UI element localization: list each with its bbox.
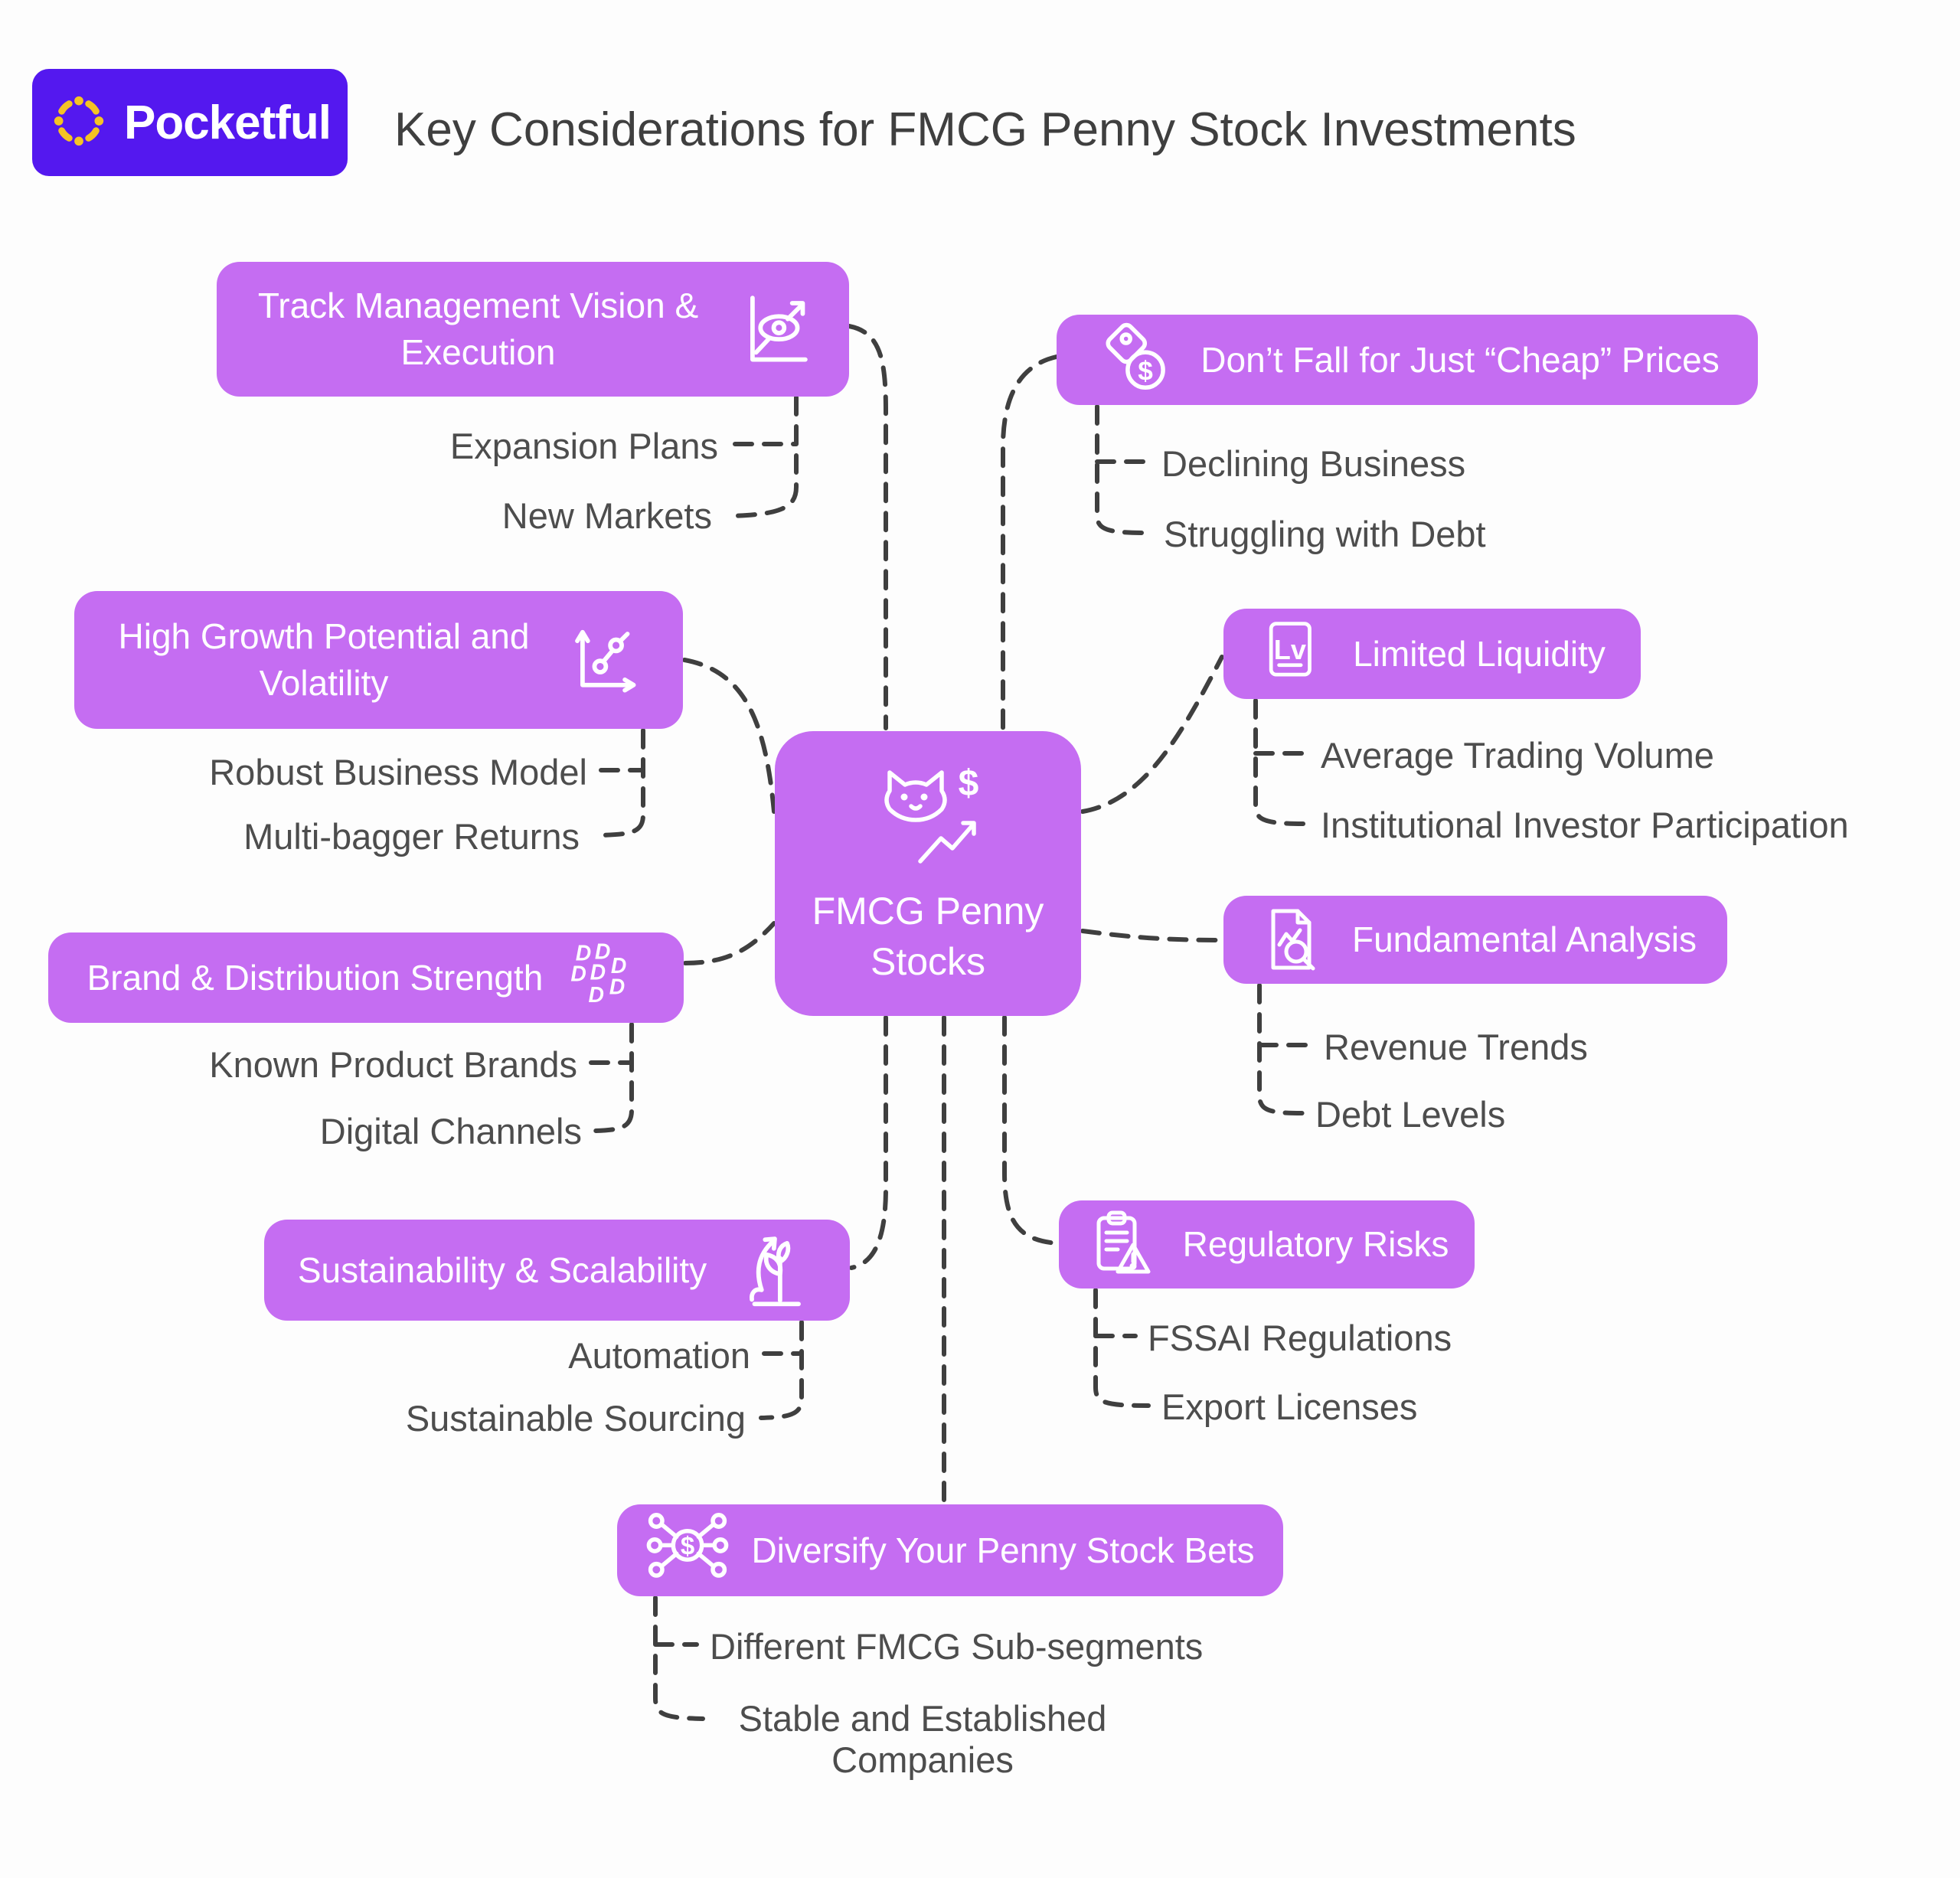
sub-label-expansion-plans: Expansion Plans	[449, 426, 718, 466]
plant-growth-icon	[728, 1226, 816, 1315]
connector	[1257, 983, 1305, 1115]
node-label: Sustainability & Scalability	[297, 1249, 707, 1290]
connector	[1253, 698, 1310, 826]
node-track-management-vision-execution: Track Management Vision & Execution	[217, 262, 849, 397]
cat-dollar-trend-icon: $	[848, 760, 1008, 875]
sub-label-different-fmcg-sub-segments: Different FMCG Sub-segments	[710, 1626, 1204, 1667]
sub-label-struggling-with-debt: Struggling with Debt	[1164, 514, 1486, 554]
connector	[1001, 354, 1059, 730]
price-tag-dollar-icon: $	[1095, 318, 1179, 402]
node-label: Brand & Distribution Strength	[87, 957, 544, 998]
node-regulatory-risks: Regulatory Risks	[1059, 1200, 1475, 1288]
connector	[759, 1320, 804, 1420]
node-label: High Growth Potential and Volatility	[118, 616, 530, 703]
sub-label-institutional-investor-participation: Institutional Investor Participation	[1321, 805, 1849, 845]
node-label: Track Management Vision & Execution	[257, 286, 699, 372]
sub-label-known-product-brands: Known Product Brands	[209, 1044, 577, 1085]
connector	[1095, 404, 1152, 535]
connector	[1093, 1288, 1151, 1408]
connector	[596, 728, 645, 838]
svg-text:$: $	[959, 763, 979, 804]
sub-label-stable-established-companies: Stable and Established Companies	[738, 1698, 1107, 1781]
sub-label-revenue-trends: Revenue Trends	[1324, 1027, 1588, 1067]
connector	[1002, 1015, 1060, 1246]
page-title: Key Considerations for FMCG Penny Stock …	[394, 103, 1576, 156]
sub-label-digital-channels: Digital Channels	[319, 1111, 582, 1151]
node-fundamental-analysis: Fundamental Analysis	[1223, 896, 1727, 984]
sub-label-new-markets: New Markets	[501, 495, 712, 536]
pocketful-logo: Pocketful	[32, 69, 348, 176]
connector	[1080, 655, 1224, 814]
node-label: Diversify Your Penny Stock Bets	[751, 1530, 1255, 1570]
logo-text: Pocketful	[123, 96, 332, 149]
connector	[847, 324, 888, 730]
node-label: Fundamental Analysis	[1351, 919, 1697, 960]
sub-label-declining-business: Declining Business	[1161, 443, 1466, 484]
node-label: FMCG Penny Stocks	[812, 890, 1044, 983]
node-diversify-penny-stock-bets: $ Diversify Your Penny Stock Bets	[617, 1504, 1283, 1596]
node-high-growth-potential-volatility: High Growth Potential and Volatility	[74, 591, 683, 729]
connector	[729, 395, 799, 518]
node-label: Don’t Fall for Just “Cheap” Prices	[1200, 339, 1720, 380]
network-dollar-icon: $	[645, 1508, 730, 1592]
connector	[593, 1022, 634, 1133]
sub-label-multi-bagger-returns: Multi-bagger Returns	[243, 816, 580, 857]
svg-text:D: D	[571, 962, 586, 986]
svg-text:D: D	[595, 939, 610, 964]
node-limited-liquidity: Lv Limited Liquidity	[1223, 609, 1641, 699]
connector	[682, 658, 776, 814]
svg-text:D: D	[609, 975, 625, 999]
clipboard-warning-icon	[1085, 1207, 1161, 1283]
svg-text:D: D	[611, 954, 626, 978]
node-label: Limited Liquidity	[1353, 633, 1606, 674]
svg-text:$: $	[681, 1532, 694, 1560]
node-fmcg-penny-stocks: $ FMCG Penny Stocks	[775, 731, 1081, 1016]
svg-text:D: D	[576, 941, 591, 965]
sub-label-automation: Automation	[568, 1335, 750, 1376]
document-search-icon	[1254, 902, 1331, 978]
connector	[849, 1015, 888, 1270]
svg-text:Lv: Lv	[1274, 634, 1306, 665]
growth-scatter-chart-icon	[560, 616, 648, 704]
node-sustainability-scalability: Sustainability & Scalability	[264, 1220, 850, 1321]
node-label: Regulatory Risks	[1182, 1224, 1449, 1265]
connector	[653, 1595, 705, 1721]
sub-label-fssai-regulations: FSSAI Regulations	[1148, 1318, 1452, 1358]
connector	[683, 921, 776, 965]
svg-text:D: D	[589, 983, 604, 1008]
pocketful-flower-icon	[49, 91, 109, 155]
svg-text:D: D	[590, 960, 606, 985]
node-dont-fall-for-cheap-prices: $ Don’t Fall for Just “Cheap” Prices	[1057, 315, 1758, 405]
lv-badge-icon: Lv	[1259, 618, 1331, 691]
svg-text:$: $	[1138, 356, 1153, 386]
sub-label-sustainable-sourcing: Sustainable Sourcing	[405, 1398, 746, 1439]
sub-label-debt-levels: Debt Levels	[1315, 1094, 1506, 1135]
sub-label-export-licenses: Export Licenses	[1161, 1386, 1418, 1427]
eye-trend-chart-icon	[730, 286, 818, 374]
connector	[1080, 929, 1224, 942]
sub-label-robust-business-model: Robust Business Model	[209, 752, 587, 792]
sub-label-average-trading-volume: Average Trading Volume	[1321, 735, 1714, 776]
